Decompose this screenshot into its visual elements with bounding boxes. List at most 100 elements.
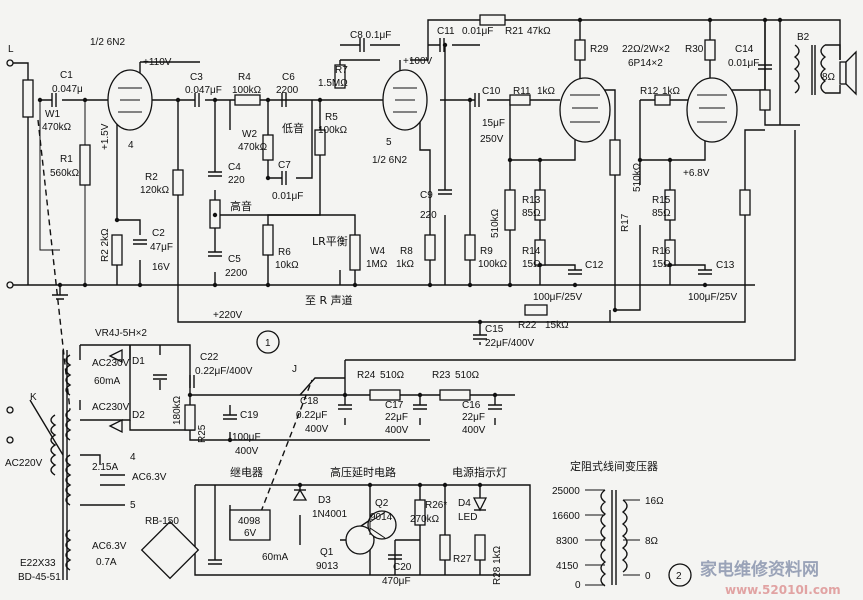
label-R15: R15 <box>652 195 671 206</box>
label-R14-value: 15Ω <box>522 259 541 270</box>
label-R16-value: 15Ω <box>652 259 671 270</box>
transistor-Q1 <box>345 525 375 555</box>
label-B110: +110V <box>143 57 172 68</box>
capacitor-C22 <box>189 375 195 388</box>
label-R26-value: 270kΩ <box>410 514 440 525</box>
label-R4: R4 <box>238 72 251 83</box>
label-C19: C19 <box>240 410 259 421</box>
capacitor-C19 <box>223 414 237 420</box>
label-C1-value: 0.047μ <box>52 84 83 95</box>
resistor-R15 <box>664 189 676 221</box>
label-R15-value: 85Ω <box>652 208 671 219</box>
label-R23-value: 510Ω <box>455 370 480 381</box>
terminal-L <box>6 59 14 67</box>
label-t25000: 25000 <box>552 486 580 497</box>
resistor-R12 <box>654 94 671 106</box>
label-toR: 至 R 声道 <box>305 293 353 307</box>
label-C13-value: 100μF/25V <box>688 292 737 303</box>
label-t0: 0 <box>575 580 581 591</box>
resistor-R24 <box>369 389 401 401</box>
label-line-xfmr: 定阻式线间变压器 <box>570 459 658 473</box>
capacitor-C8 <box>359 38 365 52</box>
transistor-Q2 <box>367 510 397 540</box>
label-C17-value: 22μF <box>385 412 408 423</box>
resistor-R7 <box>334 64 346 89</box>
relay-4098 <box>229 509 271 541</box>
resistor-R10 <box>504 189 516 231</box>
label-R22: R22 <box>518 320 537 331</box>
label-C12-value: 100μF/25V <box>533 292 582 303</box>
label-5: 5 <box>130 500 136 511</box>
resistor-R4 <box>234 94 261 106</box>
label-VR: VR4J-5H×2 <box>95 328 147 339</box>
capacitor-snub <box>153 374 167 380</box>
label-R16: R16 <box>652 246 671 257</box>
label-R6: R6 <box>278 247 291 258</box>
label-R9-value: 100kΩ <box>478 259 508 270</box>
label-tube2: 1/2 6N2 <box>372 155 407 166</box>
label-t0b: 0 <box>645 571 651 582</box>
label-C5: C5 <box>228 254 241 265</box>
label-relay: 继电器 <box>230 466 263 479</box>
label-C19-value: 100μF <box>232 432 261 443</box>
label-C8: C8 0.1μF <box>350 30 391 41</box>
label-C10-volt: 250V <box>480 134 504 145</box>
diode-D1 <box>108 348 123 364</box>
label-C13: C13 <box>716 260 735 271</box>
components <box>6 14 857 587</box>
pot-W1 <box>22 79 34 118</box>
speaker <box>839 61 847 85</box>
circle-1 <box>256 330 280 354</box>
terminal-ac1 <box>6 406 14 414</box>
capacitor-C18 <box>338 404 352 410</box>
label-R25-value: 180kΩ <box>172 395 183 425</box>
capacitor-lv <box>208 559 222 565</box>
capacitor-C13 <box>698 269 712 275</box>
label-C10: C10 <box>482 86 501 97</box>
terminal-ground <box>6 281 14 289</box>
label-D1: D1 <box>132 356 145 367</box>
label-W1-value: 470kΩ <box>42 122 72 133</box>
label-BD: BD-45-51 <box>18 572 61 583</box>
label-W2: W2 <box>242 129 257 140</box>
label-C2: C2 <box>152 228 165 239</box>
capacitor-C20 <box>388 554 402 560</box>
label-W2-value: 470kΩ <box>238 142 268 153</box>
label-R21-value: 47kΩ <box>527 26 551 37</box>
diode-D3 <box>292 488 308 501</box>
capacitor-C3 <box>194 93 200 107</box>
label-C7: C7 <box>278 160 291 171</box>
label-C16-volt: 400V <box>462 425 486 436</box>
resistor-R5 <box>314 129 326 156</box>
label-hv-delay: 高压延时电路 <box>330 465 396 479</box>
label-C22-value: 0.22μF/400V <box>195 366 253 377</box>
label-R7: R7 <box>335 65 348 76</box>
label-tube1: 1/2 6N2 <box>90 37 125 48</box>
label-pin5: 5 <box>386 137 392 148</box>
capacitor-C10 <box>474 93 480 107</box>
label-C14-value: 0.01μF <box>728 58 759 69</box>
resistor-R17 <box>609 139 621 176</box>
label-circle2: 2 <box>676 571 682 582</box>
capacitor-C14 <box>758 64 772 70</box>
capacitor-C5 <box>208 251 222 257</box>
label-R29: R29 <box>590 44 609 55</box>
watermark-url: www.52010I.com <box>725 583 841 597</box>
resistor-R27 <box>439 534 451 561</box>
capacitor-C15 <box>473 334 487 340</box>
label-C3: C3 <box>190 72 203 83</box>
label-R12: R12 <box>640 86 659 97</box>
label-R28: R28 1kΩ <box>492 545 503 585</box>
label-R24: R24 <box>357 370 376 381</box>
label-R22-value: 15kΩ <box>545 320 569 331</box>
label-D4-value: LED <box>458 512 477 523</box>
label-C11-value: 0.01μF <box>462 26 493 37</box>
label-AC63b: AC6.3V <box>92 541 127 552</box>
label-C19-volt: 400V <box>235 446 259 457</box>
resistor-R30 <box>704 39 716 61</box>
resistor-snubber <box>759 89 771 111</box>
label-bass: 低音 <box>282 121 304 135</box>
label-V68: +6.8V <box>683 168 710 179</box>
label-R27: R27 <box>453 554 472 565</box>
label-R2b: R2 <box>145 172 158 183</box>
